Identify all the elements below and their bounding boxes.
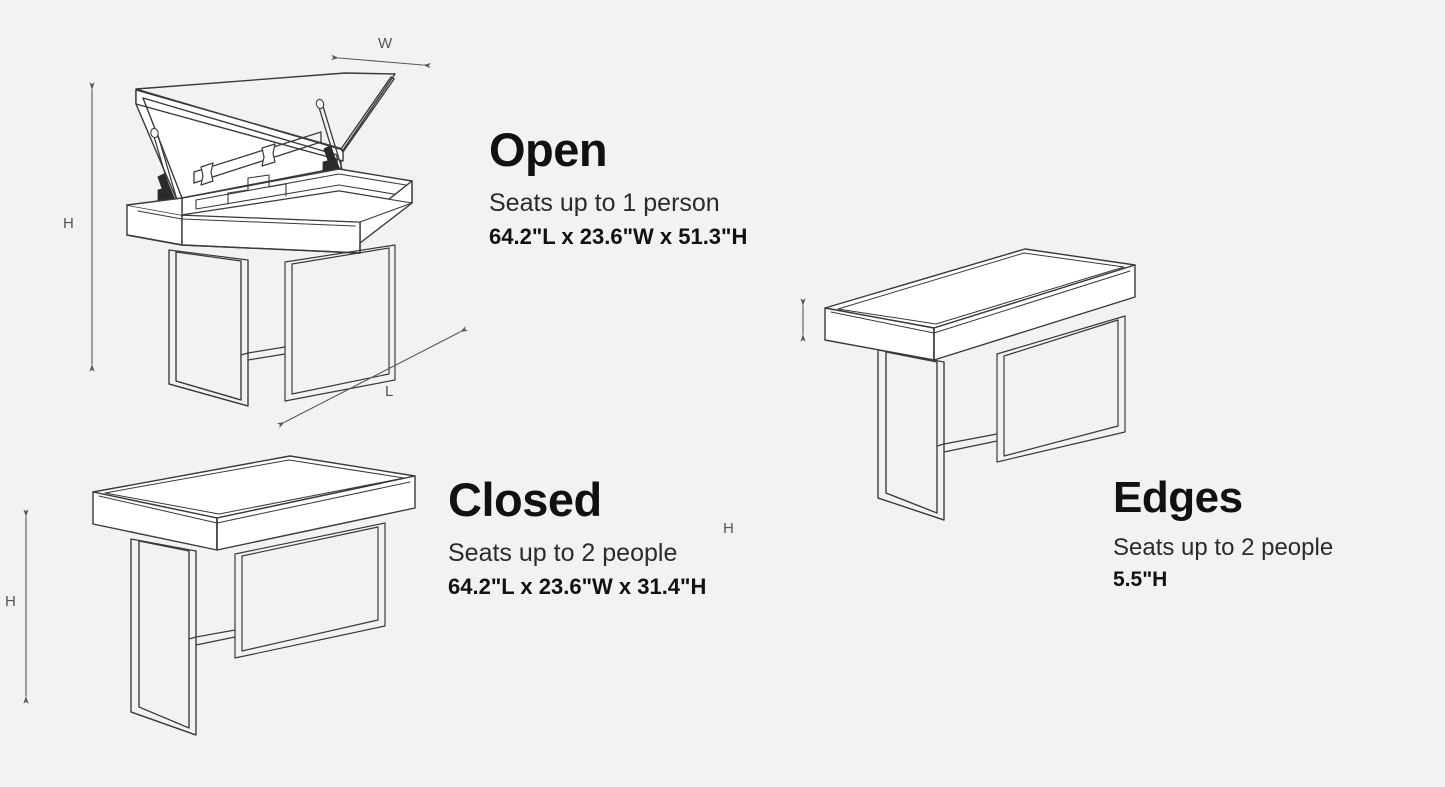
closed-desk-illustration [92, 455, 416, 736]
edges-desk-legs [877, 315, 1126, 521]
dimension-label-height-open: H [63, 215, 74, 232]
spec-block-open: Open Seats up to 1 person 64.2"L x 23.6"… [489, 126, 747, 249]
spec-dimensions-closed: 64.2"L x 23.6"W x 31.4"H [448, 573, 707, 599]
closed-desk-legs [130, 522, 386, 736]
spec-seats-edges: Seats up to 2 people [1113, 534, 1334, 561]
spec-block-edges: Edges Seats up to 2 people 5.5"H [1113, 476, 1333, 592]
spec-seats-open: Seats up to 1 person [489, 189, 720, 217]
dimension-label-width: W [378, 35, 393, 52]
spec-seats-closed: Seats up to 2 people [448, 539, 678, 567]
edges-desk-illustration [824, 248, 1136, 521]
spec-block-closed: Closed Seats up to 2 people 64.2"L x 23.… [448, 476, 706, 599]
dimension-arrow-length-open [276, 326, 469, 428]
dimension-label-length-open: L [385, 383, 394, 400]
open-desk-legs [168, 244, 396, 407]
spec-title-open: Open [489, 123, 608, 176]
open-desk-illustration [126, 72, 413, 407]
spec-dimensions-edges: 5.5"H [1113, 567, 1168, 591]
spec-dimensions-open: 64.2"L x 23.6"W x 51.3"H [489, 223, 748, 249]
open-desk-hinge-rod [193, 131, 322, 186]
dimension-label-height-closed: H [5, 593, 16, 610]
open-desk-body [126, 168, 413, 254]
spec-title-closed: Closed [448, 473, 602, 526]
dimension-label-height-edges: H [723, 520, 734, 537]
open-desk-lid-back-panel [135, 72, 396, 151]
dimension-arrow-width [331, 54, 431, 69]
spec-title-edges: Edges [1113, 473, 1243, 522]
